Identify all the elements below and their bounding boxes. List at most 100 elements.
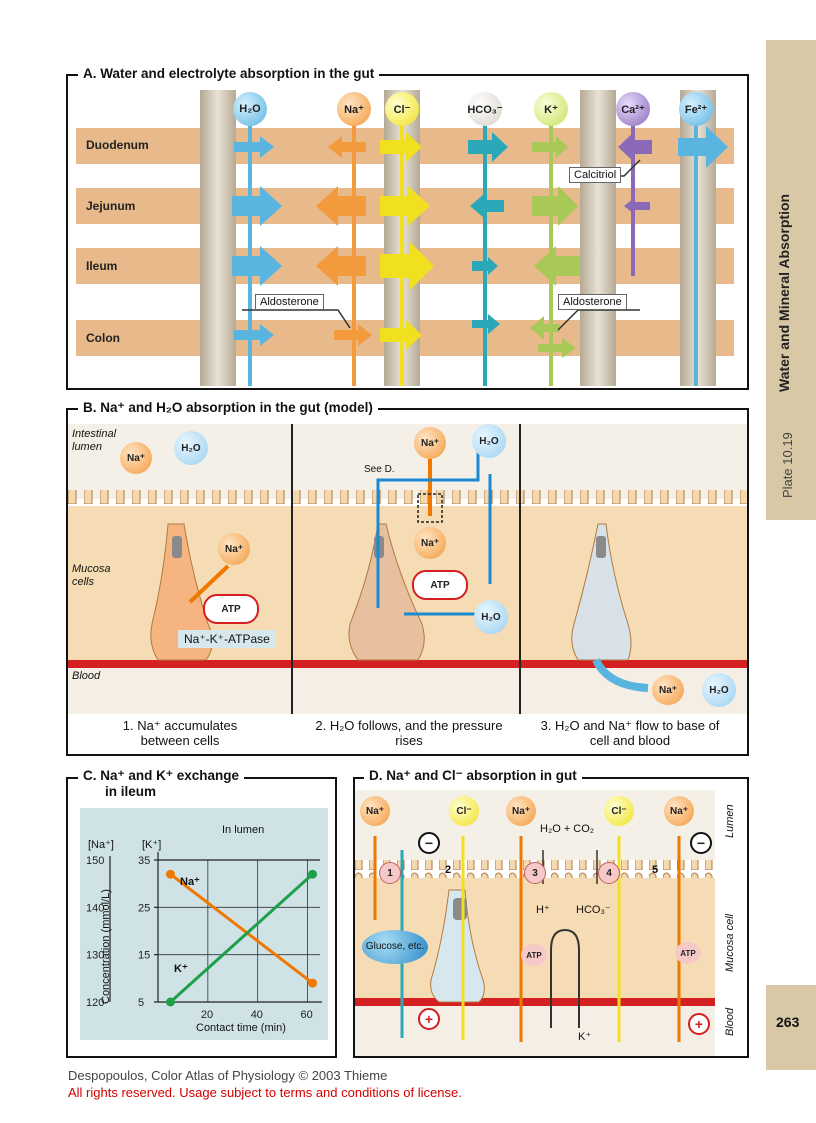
d-blood-label: Blood	[724, 1007, 736, 1036]
footer-copyright: Despopoulos, Color Atlas of Physiology ©…	[68, 1068, 388, 1083]
d-na-2: Na⁺	[506, 796, 536, 826]
arrows-colon	[234, 314, 576, 358]
d-minus-right-icon: −	[690, 832, 712, 854]
ion-k: K⁺	[534, 92, 568, 126]
data-point	[165, 997, 175, 1007]
b-na-lumen-1: Na⁺	[120, 442, 152, 474]
k-tick-label: 15	[138, 950, 150, 962]
d-hco3: HCO₃⁻	[576, 904, 611, 916]
series-line-na	[169, 873, 314, 985]
segment-colon: Colon	[86, 331, 120, 345]
aldosterone-left-label: Aldosterone	[255, 294, 324, 310]
ion-ca: Ca²⁺	[616, 92, 650, 126]
c-in-lumen: In lumen	[222, 824, 265, 836]
x-tick-label: 20	[201, 1009, 213, 1021]
ion-na: Na⁺	[337, 92, 371, 126]
see-d-label: See D.	[364, 464, 395, 475]
segment-duodenum: Duodenum	[86, 138, 149, 152]
d-num-4: 4	[598, 862, 620, 884]
arrows-duodenum	[234, 126, 728, 168]
x-tick-label: 40	[251, 1009, 263, 1021]
ion-cl: Cl⁻	[385, 92, 419, 126]
d-lumen-label: Lumen	[724, 804, 736, 838]
d-minus-left-icon: −	[418, 832, 440, 854]
footer-license: All rights reserved. Usage subject to te…	[68, 1085, 462, 1100]
lumen-label: Intestinal lumen	[72, 428, 117, 453]
c-x-axis-title: Contact time (min)	[196, 1022, 286, 1034]
ion-h2o: H₂O	[233, 92, 267, 126]
k-tick-label: 35	[138, 855, 150, 867]
panel-b-diagram	[68, 424, 747, 714]
b-caption-3: 3. H₂O and Na⁺ flow to base of cell and …	[540, 718, 720, 748]
c-na-axis-label: [Na⁺]	[88, 839, 114, 851]
panel-b-title: B. Na⁺ and H₂O absorption in the gut (mo…	[78, 400, 378, 416]
d-na-3: Na⁺	[664, 796, 694, 826]
panel-c-chart: 150 35 140 25 130 15 120 5 20 40 60	[80, 808, 328, 1040]
aldosterone-right-label: Aldosterone	[558, 294, 627, 310]
b-atp-2: ATP	[412, 570, 468, 600]
b-h2o-lumen-2: H₂O	[472, 424, 506, 458]
c-k-series-label: K⁺	[174, 963, 188, 975]
panel-d-title: D. Na⁺ and Cl⁻ absorption in gut	[364, 768, 582, 784]
page-number-tab	[766, 985, 816, 1070]
b-h2o-lumen-1: H₂O	[174, 431, 208, 465]
panel-c-title-1: C. Na⁺ and K⁺ exchange	[78, 768, 245, 784]
arrows-jejunum	[232, 186, 650, 226]
ion-hco3: HCO₃⁻	[467, 92, 503, 126]
d-na-1: Na⁺	[360, 796, 390, 826]
panel-b	[66, 408, 749, 756]
panel-a	[66, 74, 749, 390]
plate-sidebar	[766, 40, 816, 520]
panel-a-title: A. Water and electrolyte absorption in t…	[78, 66, 380, 82]
k-tick-label: 5	[138, 997, 144, 1009]
d-num-3: 3	[524, 862, 546, 884]
b-na-blood-3: Na⁺	[652, 675, 684, 705]
panel-a-diagram	[76, 90, 734, 386]
d-num-2: 2	[445, 864, 452, 876]
c-k-axis-label: [K⁺]	[142, 839, 162, 851]
b-na-cell-2: Na⁺	[414, 527, 446, 559]
b-caption-1: 1. Na⁺ accumulates between cells	[122, 718, 238, 748]
d-cl-1: Cl⁻	[449, 796, 479, 826]
d-num-5: 5	[652, 864, 659, 876]
d-num-1: 1	[379, 862, 401, 884]
b-caption-2: 2. H₂O follows, and the pressure rises	[315, 718, 503, 748]
b-pump-label: Na⁺-K⁺-ATPase	[178, 630, 276, 648]
data-point	[308, 978, 318, 988]
d-h-plus: H⁺	[536, 904, 550, 916]
na-tick-label: 130	[86, 950, 104, 962]
d-plus-left-icon: +	[418, 1008, 440, 1030]
calcitriol-label: Calcitriol	[569, 167, 622, 183]
na-tick-label: 140	[86, 902, 104, 914]
na-tick-label: 120	[86, 997, 104, 1009]
d-glucose: Glucose, etc.	[362, 930, 428, 964]
panel-d-diagram	[355, 790, 715, 1056]
c-na-series-label: Na⁺	[180, 876, 200, 888]
panel-c-title-2: in ileum	[100, 784, 162, 800]
segment-jejunum: Jejunum	[86, 199, 136, 213]
b-atp-1: ATP	[203, 594, 259, 624]
c-y-axis-title: Concentration (mmol/L)	[100, 889, 112, 1004]
data-point	[308, 869, 318, 879]
data-point	[165, 869, 175, 879]
d-plus-right-icon: +	[688, 1013, 710, 1035]
x-tick-label: 60	[301, 1009, 313, 1021]
ion-fe: Fe²⁺	[679, 92, 713, 126]
d-atp-2: ATP	[675, 942, 701, 964]
series-line-k	[169, 873, 314, 1004]
b-na-lumen-2: Na⁺	[414, 427, 446, 459]
d-cl-2: Cl⁻	[604, 796, 634, 826]
b-h2o-blood-3: H₂O	[702, 673, 736, 707]
d-atp-1: ATP	[521, 944, 547, 966]
mucosa-label: Mucosa cells	[72, 563, 111, 588]
d-h2o-co2: H₂O + CO₂	[540, 823, 595, 835]
b-h2o-cell-2: H₂O	[474, 600, 508, 634]
arrows-ileum	[232, 242, 580, 290]
blood-label: Blood	[72, 670, 101, 682]
d-k-plus: K⁺	[578, 1031, 592, 1043]
page-number: 263	[776, 1014, 800, 1030]
d-mucosa-label: Mucosa cell	[724, 913, 736, 972]
k-tick-label: 25	[138, 902, 150, 914]
plate-number: Plate 10.19	[780, 432, 795, 498]
na-tick-label: 150	[86, 855, 104, 867]
